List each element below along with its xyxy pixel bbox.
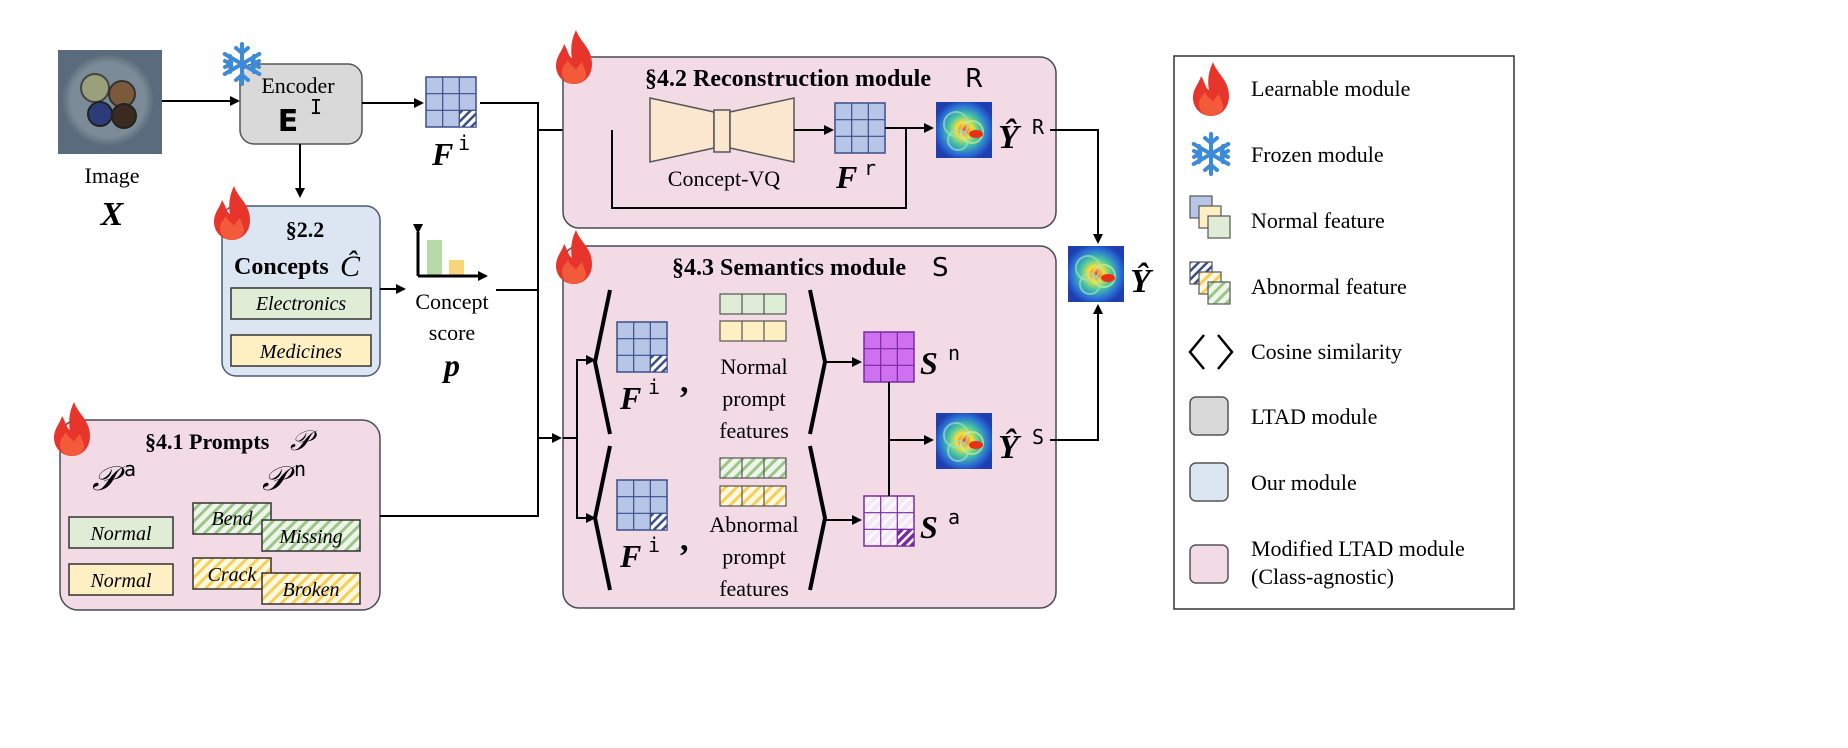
reconstruction-module xyxy=(562,56,1057,229)
legend-modified-box-icon xyxy=(1189,544,1229,584)
concepts-symbol: Ĉ xyxy=(340,250,361,283)
concept-box-electronics xyxy=(230,287,372,320)
sem-comma-top: , xyxy=(680,363,689,400)
prompt-abn-box-broken xyxy=(261,572,361,605)
image-label: Image xyxy=(85,163,140,188)
sem-fi-bottom-sup: i xyxy=(648,533,660,557)
concept-score-line2: score xyxy=(429,320,475,345)
normal-prompt-feature-grid xyxy=(719,293,787,342)
legend-our-box-icon xyxy=(1189,462,1229,502)
legend-label-0: Learnable module xyxy=(1251,76,1410,101)
feature-r-sup: r xyxy=(864,156,876,180)
final-heatmap xyxy=(1067,245,1125,303)
prompt-normal-1: Normal xyxy=(89,523,152,545)
feature-r-symbol: F xyxy=(835,159,857,195)
concept-score-symbol: p xyxy=(441,347,460,383)
prompt-abn-bend: Bend xyxy=(211,508,253,530)
sn-grid xyxy=(863,331,915,383)
reconstruction-symbol: R xyxy=(965,64,983,94)
encoder-name: Encoder xyxy=(261,73,335,98)
sn-symbol: S xyxy=(920,345,938,381)
semantics-title: §4.3 Semantics module xyxy=(672,255,906,281)
prompts-pa-sup: a xyxy=(124,457,136,481)
concept-electronics: Electronics xyxy=(255,293,347,315)
prompt-normal-box-2 xyxy=(68,563,174,596)
feature-i-sup: i xyxy=(458,131,470,155)
prompt-abn-box-bend xyxy=(192,502,272,535)
legend-box xyxy=(1173,55,1515,610)
reconstruction-heatmap xyxy=(935,101,993,159)
semantics-symbol: S xyxy=(932,253,949,283)
recon-output-symbol: Ŷ xyxy=(998,118,1022,156)
semantics-heatmap xyxy=(935,412,993,470)
concept-vq-label: Concept-VQ xyxy=(668,166,781,191)
feature-r-grid xyxy=(834,102,886,154)
legend-label-7b: (Class-agnostic) xyxy=(1251,564,1394,589)
sa-grid xyxy=(863,495,915,547)
flame-icon xyxy=(556,230,592,284)
reconstruction-title: §4.2 Reconstruction module xyxy=(645,66,931,92)
abnormal-prompt-line3: features xyxy=(719,576,789,601)
abnormal-prompt-line1: Abnormal xyxy=(709,512,798,537)
prompt-abn-box-crack xyxy=(192,557,272,590)
final-output-symbol: Ŷ xyxy=(1130,262,1154,300)
abnormal-prompt-feature-grid xyxy=(719,457,787,507)
flame-icon xyxy=(214,186,250,240)
concept-medicines: Medicines xyxy=(259,341,342,363)
prompt-abn-crack: Crack xyxy=(208,564,258,586)
legend-label-4: Cosine similarity xyxy=(1251,339,1402,364)
concepts-title: Concepts xyxy=(234,254,329,280)
semantics-feature-i-bottom-grid xyxy=(616,479,668,531)
normal-prompt-line2: prompt xyxy=(722,386,786,411)
legend-cosine-icon xyxy=(1188,334,1234,370)
concept-box-medicines xyxy=(230,334,372,367)
legend-label-5: LTAD module xyxy=(1251,404,1377,429)
legend-label-1: Frozen module xyxy=(1251,142,1384,167)
legend-label-6: Our module xyxy=(1251,470,1357,495)
sa-symbol: S xyxy=(920,509,938,545)
legend-label-3: Abnormal feature xyxy=(1251,274,1407,299)
encoder-symbol: E xyxy=(278,104,299,139)
prompt-abn-box-missing xyxy=(261,519,361,552)
sn-sup: n xyxy=(948,341,960,365)
legend-normal-feature-icon xyxy=(1189,195,1231,239)
cosine-bracket-top xyxy=(593,289,827,435)
prompt-abn-broken: Broken xyxy=(282,579,339,601)
flame-icon xyxy=(54,402,90,456)
legend-ltad-box-icon xyxy=(1189,396,1229,436)
prompt-abn-missing: Missing xyxy=(278,526,342,548)
sem-fi-bottom-symbol: F xyxy=(619,538,641,574)
prompts-pn-sup: n xyxy=(294,457,306,481)
legend-abnormal-feature-icon xyxy=(1189,261,1231,305)
sem-output-symbol: Ŷ xyxy=(998,428,1022,466)
sem-output-sup: S xyxy=(1032,425,1044,449)
encoder-sup: I xyxy=(310,95,322,119)
prompt-normal-box-1 xyxy=(68,516,174,549)
prompt-normal-2: Normal xyxy=(89,570,152,592)
abnormal-prompt-line2: prompt xyxy=(722,544,786,569)
sem-fi-top-symbol: F xyxy=(619,380,641,416)
concept-score-line1: Concept xyxy=(415,289,488,314)
flame-icon xyxy=(556,30,592,84)
feature-i-symbol: F xyxy=(431,136,453,172)
normal-prompt-line3: features xyxy=(719,418,789,443)
sem-fi-top-sup: i xyxy=(648,375,660,399)
legend-label-7: Modified LTAD module xyxy=(1251,536,1465,561)
concept-vq-shape xyxy=(649,97,795,163)
prompts-title: §4.1 Prompts xyxy=(145,429,270,454)
cosine-bracket-bottom xyxy=(593,445,827,591)
image-symbol: X xyxy=(100,196,125,233)
feature-i-grid xyxy=(425,76,477,128)
normal-prompt-line1: Normal xyxy=(720,354,787,379)
input-image xyxy=(58,50,162,154)
concepts-section: §2.2 xyxy=(286,217,325,242)
sa-sup: a xyxy=(948,505,960,529)
semantics-feature-i-top-grid xyxy=(616,321,668,373)
concept-score-chart-icon xyxy=(413,224,488,281)
sem-comma-bottom: , xyxy=(680,521,689,558)
legend-label-2: Normal feature xyxy=(1251,208,1385,233)
recon-output-sup: R xyxy=(1032,115,1045,139)
